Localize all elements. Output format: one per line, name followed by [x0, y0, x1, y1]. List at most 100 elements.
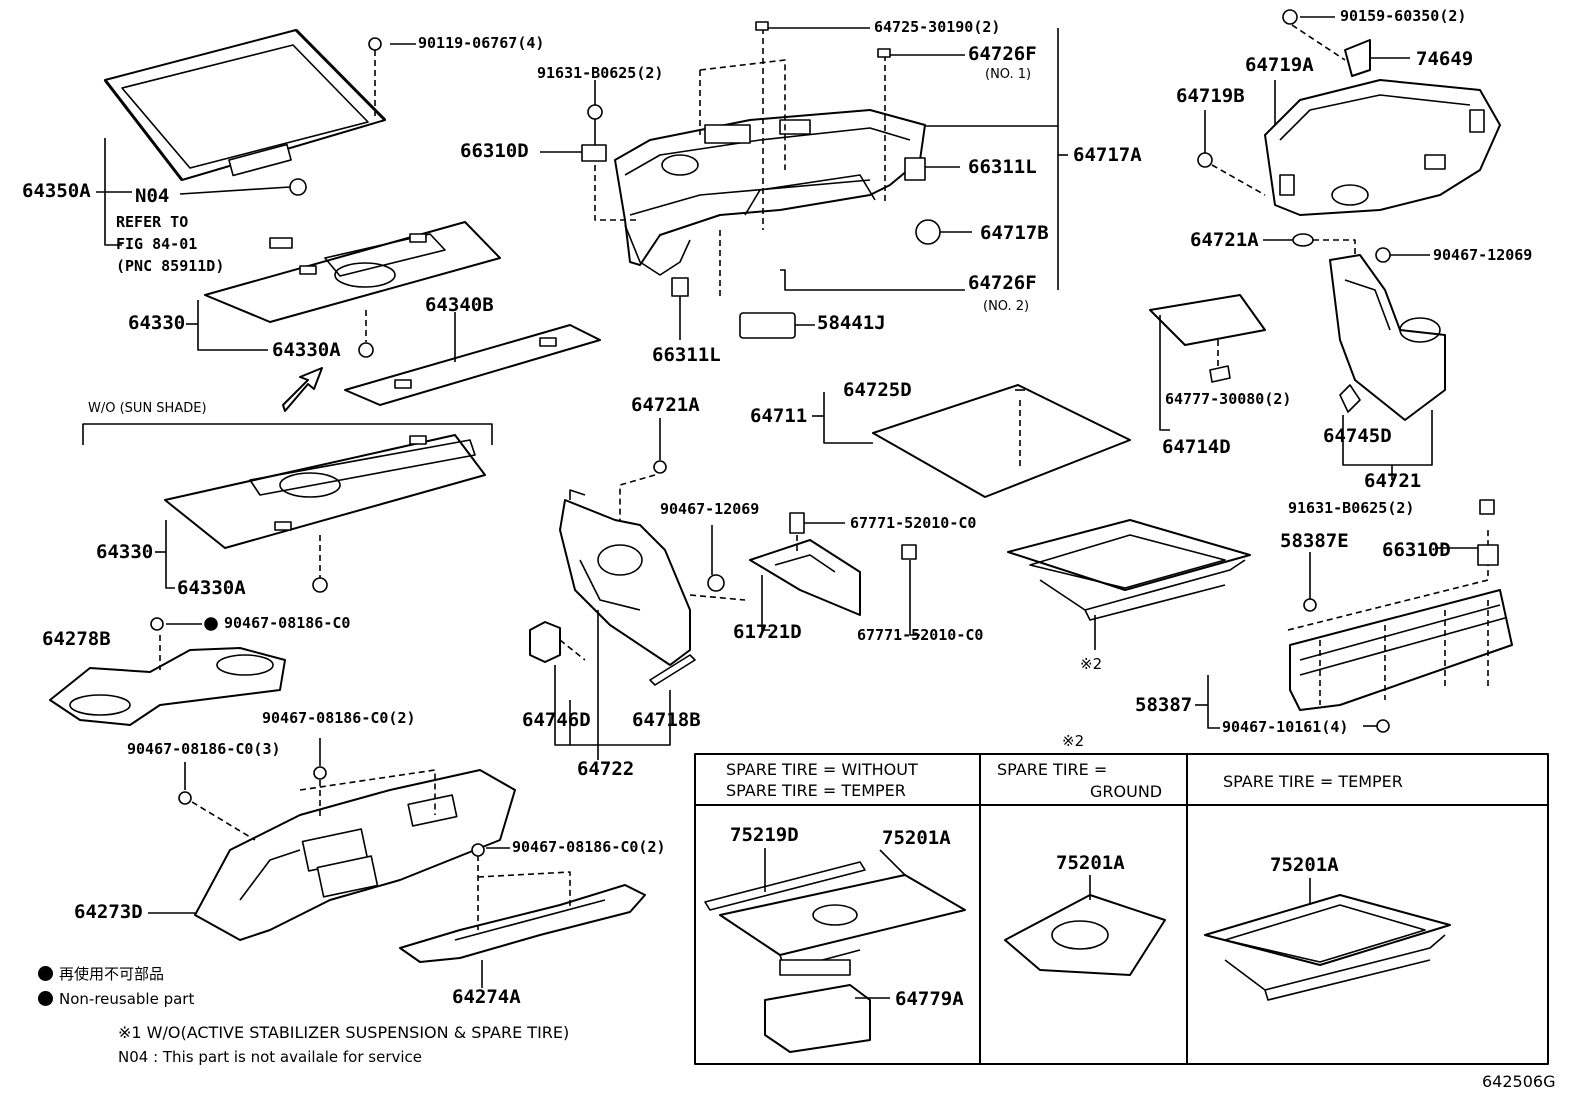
- label-64714D: 64714D: [1162, 436, 1231, 458]
- label-mark2-b: ※2: [1062, 732, 1085, 750]
- label-64725-30190: 64725-30190(2): [874, 18, 1001, 36]
- deck-box-center: [1007, 519, 1251, 621]
- back-door-trim-64717A: [614, 109, 926, 266]
- label-64330A-mid: 64330A: [177, 577, 246, 599]
- label-90467-12069-a: 90467-12069: [660, 500, 760, 518]
- label-67771-52010-b: 67771-52010-C0: [857, 626, 984, 644]
- package-tray-strip: [344, 324, 601, 406]
- side-trim-64721: [1329, 254, 1446, 421]
- label-64719A: 64719A: [1245, 54, 1314, 76]
- legend-jp: 再使用不可部品: [38, 966, 164, 982]
- label-75201A-a: 75201A: [882, 827, 951, 849]
- label-90119-06767: 90119-06767(4): [418, 34, 545, 52]
- table-col3: SPARE TIRE = TEMPER: [1223, 772, 1403, 791]
- label-90467-08186-C0-3: 90467-08186-C0(3): [127, 740, 281, 758]
- label-64725D: 64725D: [843, 379, 912, 401]
- label-66310D-b: 66310D: [1382, 539, 1451, 561]
- diagram-id: 642506G: [1482, 1072, 1556, 1091]
- label-64726F-2: 64726F: [968, 272, 1037, 294]
- label-66310D-a: 66310D: [460, 140, 529, 162]
- label-58387E: 58387E: [1280, 530, 1349, 552]
- label-64746D: 64746D: [522, 709, 591, 731]
- label-64719B: 64719B: [1176, 85, 1245, 107]
- table-col2-line2: GROUND: [1090, 782, 1163, 801]
- label-64340B: 64340B: [425, 294, 494, 316]
- board-64714D: [1149, 294, 1266, 346]
- floor-trim-64274A: [399, 884, 646, 963]
- label-90467-08186-C0: 90467-08186-C0: [224, 614, 351, 632]
- label-pnc: (PNC 85911D): [116, 257, 225, 275]
- label-67771-52010-a: 67771-52010-C0: [850, 514, 977, 532]
- non-reusable-dot-icon: [38, 991, 53, 1006]
- label-75201A-b: 75201A: [1056, 852, 1125, 874]
- legend-jp-text: 再使用不可部品: [59, 965, 165, 983]
- non-reusable-dot-icon: [38, 966, 53, 981]
- label-64711: 64711: [750, 405, 808, 427]
- label-58387: 58387: [1135, 694, 1193, 716]
- label-90467-08186-C0-2a: 90467-08186-C0(2): [262, 709, 416, 727]
- spare-cover-cell2: [1004, 894, 1166, 976]
- label-91631-B0625-a: 91631-B0625(2): [537, 64, 664, 82]
- legend-en: Non-reusable part: [38, 991, 194, 1007]
- label-64745D: 64745D: [1323, 425, 1392, 447]
- bracket-64746D: [529, 621, 561, 663]
- luggage-mat-64711: [872, 384, 1131, 498]
- table-col1-line1: SPARE TIRE = WITHOUT: [726, 760, 918, 779]
- label-64274A: 64274A: [452, 986, 521, 1008]
- label-64330-top: 64330: [128, 312, 186, 334]
- legend-note2: N04 : This part is not availale for serv…: [118, 1048, 423, 1066]
- label-90467-08186-C0-2b: 90467-08186-C0(2): [512, 838, 666, 856]
- package-tray-trim-top: [204, 221, 501, 323]
- block-64779A: [764, 984, 871, 1053]
- label-64330A-top: 64330A: [272, 339, 341, 361]
- label-61721D: 61721D: [733, 621, 802, 643]
- label-64779A: 64779A: [895, 988, 964, 1010]
- label-64726F-1: 64726F: [968, 43, 1037, 65]
- spare-tire-table: [694, 753, 1549, 1065]
- label-64718B: 64718B: [632, 709, 701, 731]
- label-90467-12069-b: 90467-12069: [1433, 246, 1533, 264]
- sun-shade-assembly: [103, 28, 387, 249]
- label-91631-B0625-b: 91631-B0625(2): [1288, 499, 1415, 517]
- label-64717A: 64717A: [1073, 144, 1142, 166]
- label-64721: 64721: [1364, 470, 1422, 492]
- floor-cover-64278B: [49, 647, 286, 726]
- label-90467-10161: 90467-10161(4): [1222, 718, 1349, 736]
- floor-tray-64273D: [194, 769, 516, 941]
- label-refer-to: REFER TO: [116, 213, 189, 231]
- label-90159-60350: 90159-60350(2): [1340, 7, 1467, 25]
- deck-box-cell3: [1204, 894, 1451, 1001]
- table-col2-line1: SPARE TIRE =: [997, 760, 1108, 779]
- label-no1: (NO. 1): [985, 67, 1032, 82]
- label-58441J: 58441J: [817, 312, 886, 334]
- label-74649: 74649: [1416, 48, 1474, 70]
- legend-en-text: Non-reusable part: [59, 990, 195, 1008]
- back-door-trim-64719A: [1264, 79, 1501, 216]
- package-tray-trim-mid: [164, 434, 486, 549]
- quarter-trim-64722: [559, 489, 691, 666]
- label-wo-sun-shade: W/O (SUN SHADE): [88, 401, 207, 416]
- table-col1-line2: SPARE TIRE = TEMPER: [726, 781, 906, 800]
- label-75201A-c: 75201A: [1270, 854, 1339, 876]
- label-mark2-a: ※2: [1080, 655, 1103, 673]
- label-fig: FIG 84-01: [116, 235, 198, 253]
- label-64721A-b: 64721A: [1190, 229, 1259, 251]
- label-66311L-a: 66311L: [968, 156, 1037, 178]
- label-64722: 64722: [577, 758, 635, 780]
- label-64777-30080: 64777-30080(2): [1165, 390, 1292, 408]
- label-75219D: 75219D: [730, 824, 799, 846]
- label-64273D: 64273D: [74, 901, 143, 923]
- label-no2: (NO. 2): [983, 299, 1030, 314]
- bracket-61721D: [749, 539, 861, 616]
- label-64721A-a: 64721A: [631, 394, 700, 416]
- label-64717B: 64717B: [980, 222, 1049, 244]
- label-N04: N04: [135, 185, 170, 207]
- label-64278B: 64278B: [42, 628, 111, 650]
- scuff-plate-58387: [1289, 589, 1513, 711]
- legend-note1: ※1 W/O(ACTIVE STABILIZER SUSPENSION & SP…: [118, 1023, 570, 1042]
- spare-cover-assembly-cell1: [704, 861, 966, 976]
- label-64330-mid: 64330: [96, 541, 154, 563]
- label-64350A: 64350A: [22, 180, 91, 202]
- label-66311L-b: 66311L: [652, 344, 721, 366]
